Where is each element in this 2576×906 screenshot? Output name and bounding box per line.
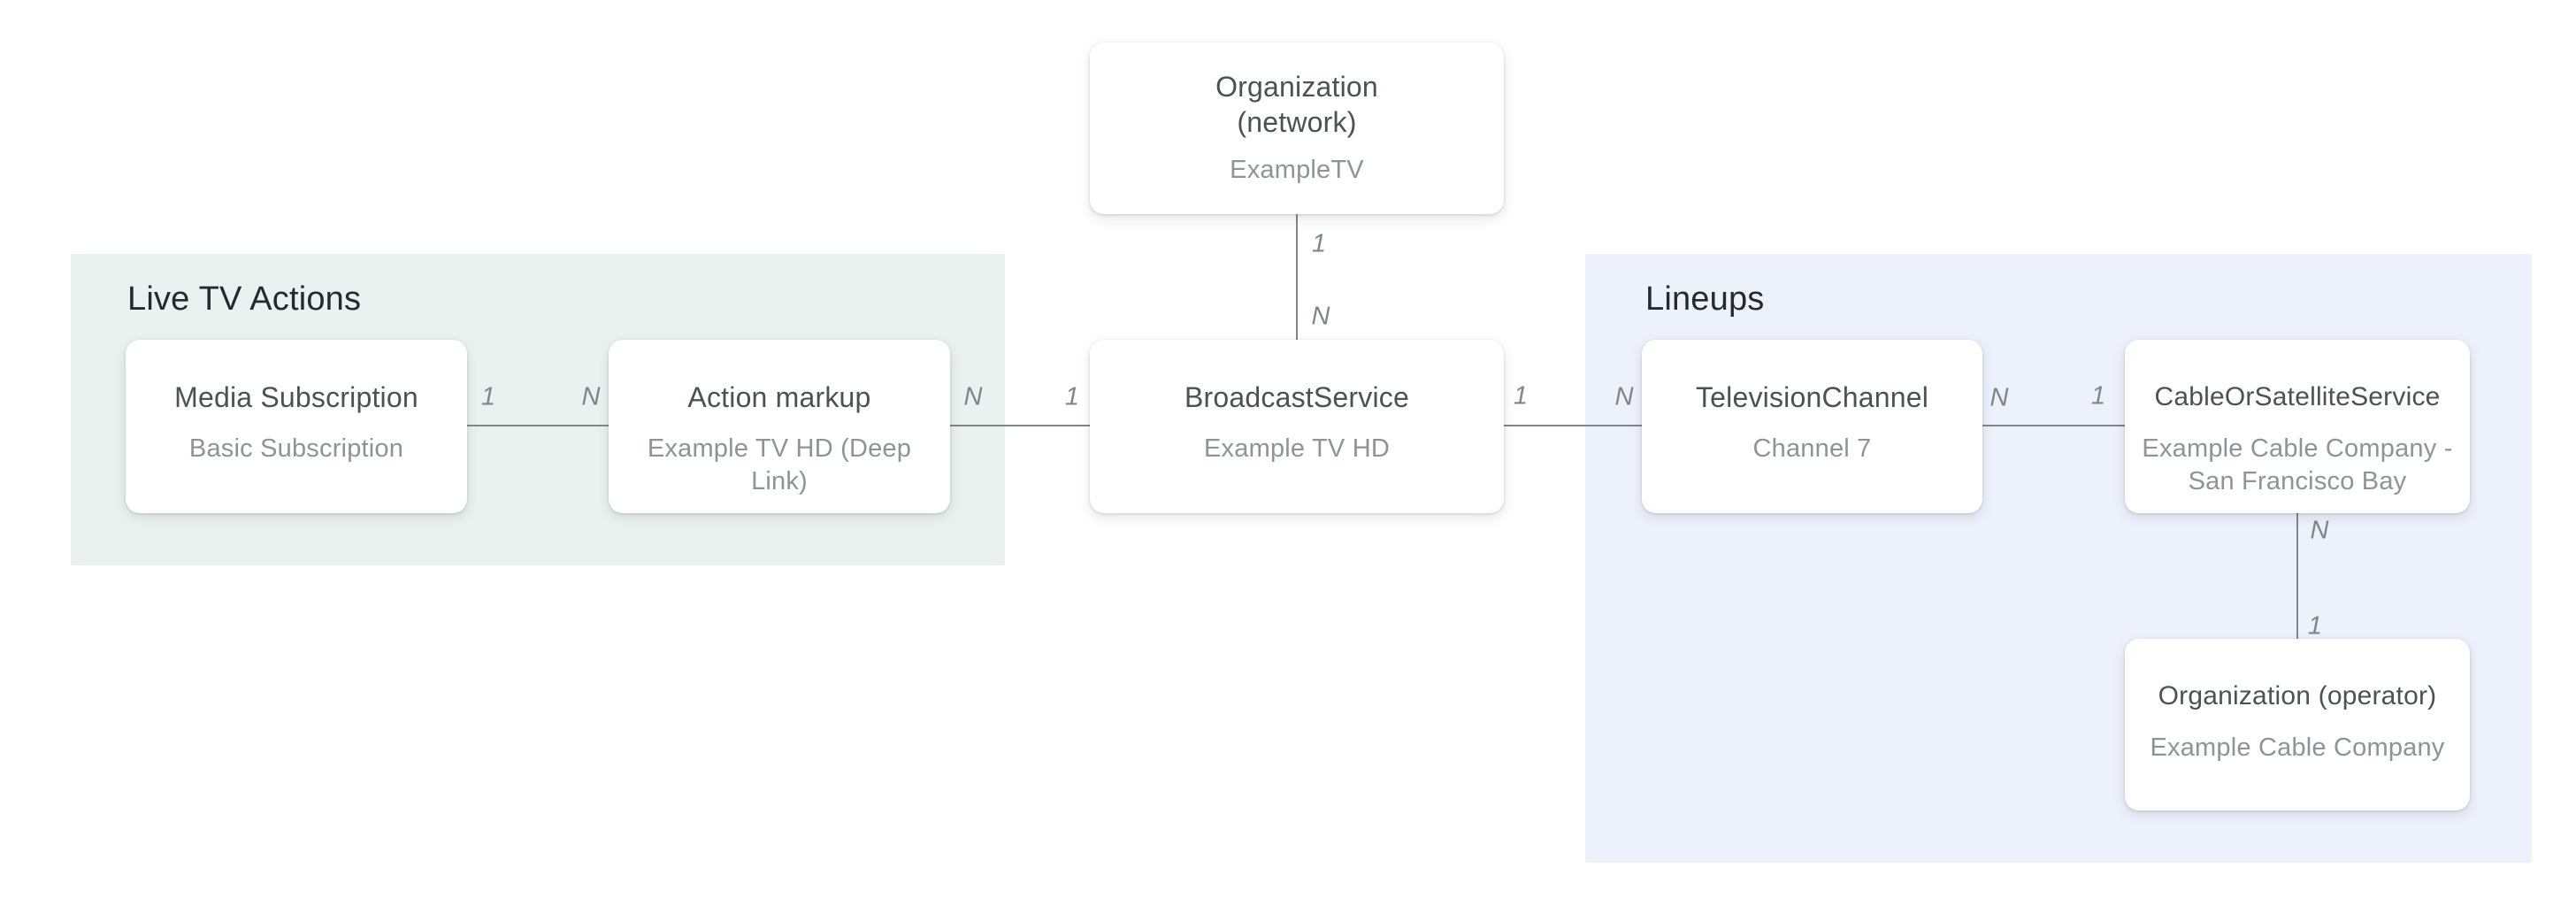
node-title: Organization (network) bbox=[1215, 69, 1378, 140]
cardinality-label: 1 bbox=[1513, 381, 1529, 411]
node-title-line: Organization bbox=[1215, 71, 1378, 103]
cardinality-label: 1 bbox=[2307, 611, 2323, 641]
edge-broadcast-service-to-television-channel bbox=[1504, 425, 1642, 426]
node-subtitle: Example Cable Company bbox=[2150, 733, 2445, 762]
edge-television-channel-to-cable-or-satellite-service bbox=[1982, 425, 2125, 426]
cardinality-label: N bbox=[1614, 382, 1634, 411]
cardinality-label: N bbox=[581, 382, 601, 411]
cardinality-label: 1 bbox=[1311, 229, 1327, 258]
node-title: BroadcastService bbox=[1184, 381, 1409, 413]
edge-media-subscription-to-action-markup bbox=[467, 425, 609, 426]
node-subtitle: Example TV HD (Deep Link) bbox=[647, 434, 912, 495]
cardinality-label: 1 bbox=[1064, 382, 1080, 411]
node-title-line: (network) bbox=[1237, 106, 1357, 138]
cardinality-label: N bbox=[2310, 516, 2329, 545]
node-television-channel: TelevisionChannel Channel 7 bbox=[1642, 340, 1982, 513]
node-title: Action markup bbox=[687, 381, 871, 413]
node-organization-operator: Organization (operator) Example Cable Co… bbox=[2125, 639, 2470, 810]
node-subtitle: Example TV HD bbox=[1204, 434, 1390, 463]
node-media-subscription: Media Subscription Basic Subscription bbox=[126, 340, 467, 513]
edge-organization-network-to-broadcast-service bbox=[1296, 214, 1298, 340]
node-title: TelevisionChannel bbox=[1695, 381, 1929, 413]
node-subtitle: Example Cable Company - San Francisco Ba… bbox=[2142, 434, 2453, 495]
cardinality-label: N bbox=[1990, 383, 2009, 412]
node-title: Organization (operator) bbox=[2158, 681, 2437, 710]
cardinality-label: 1 bbox=[2090, 381, 2106, 411]
node-action-markup: Action markup Example TV HD (Deep Link) bbox=[609, 340, 950, 513]
section-title-live-tv-actions: Live TV Actions bbox=[127, 280, 362, 318]
node-subtitle: ExampleTV bbox=[1230, 156, 1364, 184]
node-broadcast-service: BroadcastService Example TV HD bbox=[1090, 340, 1504, 513]
cardinality-label: 1 bbox=[480, 382, 496, 411]
node-cable-or-satellite-service: CableOrSatelliteService Example Cable Co… bbox=[2125, 340, 2470, 513]
cardinality-label: N bbox=[1311, 302, 1330, 331]
edge-cable-or-satellite-service-to-organization-operator bbox=[2296, 513, 2298, 639]
node-subtitle: Basic Subscription bbox=[188, 434, 404, 463]
node-organization-network: Organization (network) ExampleTV bbox=[1090, 42, 1504, 214]
section-title-lineups: Lineups bbox=[1645, 280, 1765, 318]
node-subtitle: Channel 7 bbox=[1752, 434, 1872, 463]
cardinality-label: N bbox=[963, 382, 983, 411]
node-title: CableOrSatelliteService bbox=[2154, 382, 2441, 411]
edge-action-markup-to-broadcast-service bbox=[950, 425, 1090, 426]
node-title: Media Subscription bbox=[174, 381, 418, 413]
